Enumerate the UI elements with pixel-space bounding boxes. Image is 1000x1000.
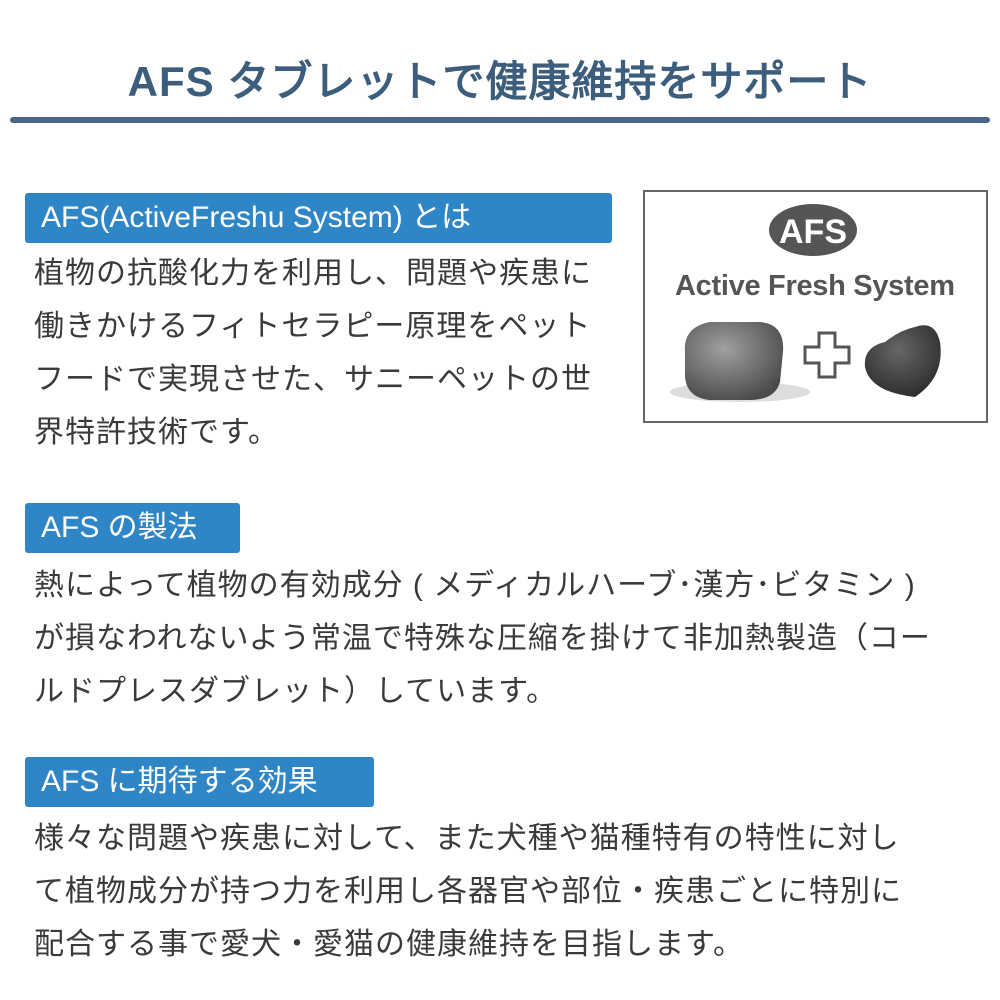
section-text-manufacturing: 熱によって植物の有効成分 ( メディカルハーブ･漢方･ビタミン ) が損なわれな… [34, 559, 931, 718]
heart-tablet-icon [864, 325, 941, 397]
afs-logo: AFS [769, 204, 857, 256]
text-line: 働きかけるフィトセラピー原理をペット [34, 310, 592, 343]
text-line: 様々な問題や疾患に対して、また犬種や猫種特有の特性に対し [34, 822, 900, 855]
section-text-what-is-afs: 植物の抗酸化力を利用し、問題や疾患に 働きかけるフィトセラピー原理をペット フー… [34, 247, 592, 459]
text-line: 界特許技術です。 [34, 416, 279, 449]
text-line: て植物成分が持つ力を利用し各器官や部位・疾患ごとに特別に [34, 875, 902, 908]
section-heading-effects: AFS に期待する効果 [25, 757, 374, 807]
text-line: フードで実現させた、サニーペットの世 [34, 363, 592, 396]
page-title: AFS タブレットで健康維持をサポート [127, 58, 873, 105]
section-heading-manufacturing: AFS の製法 [25, 503, 240, 553]
afs-logo-text: AFS [779, 213, 847, 251]
text-line: 熱によって植物の有効成分 ( メディカルハーブ･漢方･ビタミン ) [34, 569, 916, 602]
plus-icon [803, 331, 851, 379]
text-line: が損なわれないよう常温で特殊な圧縮を掛けて非加熱製造（コー [34, 622, 931, 655]
section-text-effects: 様々な問題や疾患に対して、また犬種や猫種特有の特性に対し て植物成分が持つ力を利… [34, 812, 902, 971]
afs-caption: Active Fresh System [675, 270, 955, 302]
afs-product-image: AFS Active Fresh System [643, 190, 988, 423]
text-line: 配合する事で愛犬・愛猫の健康維持を目指します。 [34, 928, 744, 961]
text-line: 植物の抗酸化力を利用し、問題や疾患に [34, 257, 592, 290]
text-line: ルドプレスダブレット）しています。 [34, 675, 558, 708]
section-heading-what-is-afs: AFS(ActiveFreshu System) とは [25, 193, 612, 243]
square-tablet-icon [684, 322, 784, 400]
title-divider [10, 117, 990, 123]
